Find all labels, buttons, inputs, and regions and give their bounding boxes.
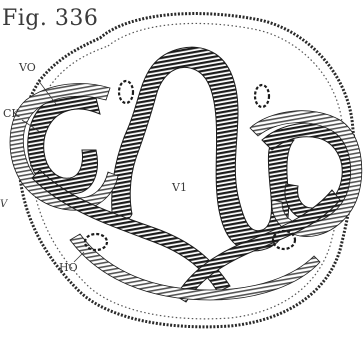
label-vo: VO [19,62,36,73]
figure-title: Fig. 336 [2,8,98,30]
cavity-upper-left [119,81,133,103]
label-v1: V1 [172,182,187,193]
central-fold [112,47,294,251]
label-ho: HO [59,262,78,273]
cavity-upper-right [255,85,269,107]
label-v: V [0,200,7,210]
label-ck: CK [3,108,20,119]
